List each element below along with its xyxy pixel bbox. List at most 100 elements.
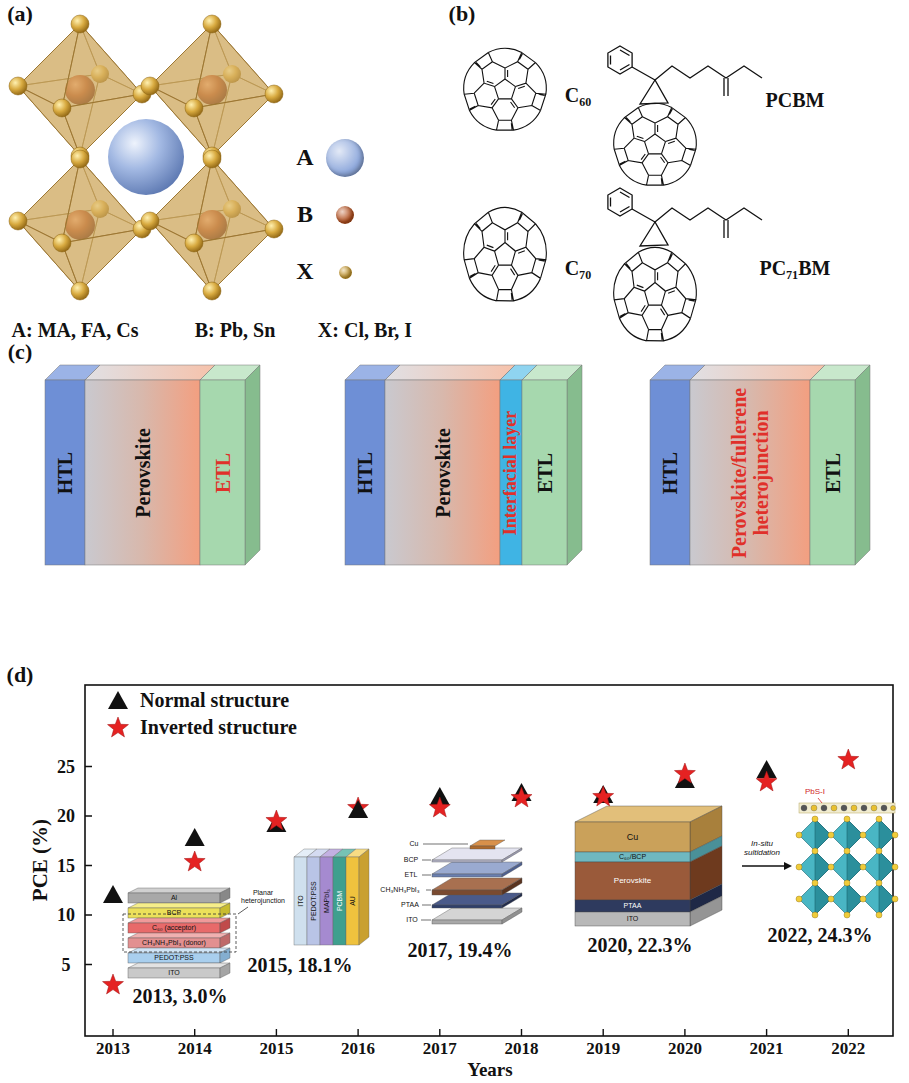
molecule-name: PCBM [766, 89, 825, 112]
inset-2015-device-part [307, 857, 320, 945]
inset-2022-lattice-part-part [844, 816, 850, 822]
data-markers-part [429, 797, 450, 817]
panel-letter: (a) [7, 1, 33, 26]
slab-top [385, 365, 515, 380]
inset-2022-lattice-part-part [844, 912, 850, 918]
data-markers-part [674, 763, 695, 783]
layer-name: ITO [168, 969, 180, 977]
chart-axes-part [85, 685, 893, 1036]
axis-tick: 2015 [259, 1039, 293, 1059]
inset-2013-device-part [128, 888, 230, 893]
inset-2013-device-part [220, 903, 230, 918]
inset-2020-device [575, 806, 722, 926]
layer-name: C₆₀ (acceptor) [152, 924, 196, 932]
data-markers-part [185, 828, 205, 846]
legend-text: Inverted structure [140, 716, 297, 739]
inset-2022-lattice-part-part [831, 805, 837, 811]
inset-2013-device-part [128, 953, 220, 963]
layer-name: MAPbI₃ [322, 889, 330, 913]
slab-label: Perovskite/fullerene heterojunction [728, 387, 772, 559]
axis-tick: 2014 [178, 1039, 212, 1059]
layer-name: ITO [406, 916, 418, 924]
inset-2020-device-part [575, 862, 690, 900]
legend-sphere [336, 206, 354, 224]
inset-2013-device-part [220, 933, 230, 948]
inset-2022-lattice-part-part [844, 848, 850, 854]
layer-name: AU [348, 896, 356, 906]
inset-2022-lattice-part-part [796, 832, 802, 838]
inset-2022-lattice-part-part [828, 896, 834, 902]
site-composition: X: Cl, Br, I [318, 319, 412, 342]
slab-label: HTL [659, 451, 681, 493]
data-markers-part [184, 851, 205, 871]
molecule-name: C₇₀ [565, 257, 591, 280]
record-annotation: 2017, 19.4% [408, 939, 513, 962]
axis-tick: 2013 [96, 1039, 130, 1059]
inset-2022-lattice-part-part [860, 896, 866, 902]
inset-2020-device-part [575, 852, 690, 862]
axis-title: Years [467, 1059, 512, 1081]
inset-2013-device-part [220, 948, 230, 963]
inset-2022-lattice-part-part [799, 819, 831, 851]
fullerene-structures-part [608, 188, 762, 246]
inset-2022-lattice-part-part [812, 848, 818, 854]
fullerene-structures-part [456, 207, 554, 314]
inset-2013-device-part [128, 923, 220, 933]
slab-label: ETL [212, 452, 234, 492]
layer-name: Al [171, 894, 177, 902]
inset-2022-lattice-part-part [892, 864, 898, 870]
site-composition: A: MA, FA, Cs [12, 319, 139, 342]
fullerene-structures [456, 46, 762, 354]
legend-marker [106, 688, 130, 712]
inset-2022-lattice-part-part [891, 806, 896, 811]
inset-2022-lattice-part-part [831, 819, 863, 851]
layer-name: In-situ sultidation [738, 839, 786, 857]
inset-2013-device-part [128, 938, 220, 948]
data-markers-part [348, 800, 368, 818]
axis-tick: 2019 [586, 1039, 620, 1059]
inset-2017-device-part [502, 878, 522, 895]
fullerene-structures-part [606, 103, 704, 197]
slab-front [810, 380, 855, 565]
inset-2022-lattice-part-part [861, 805, 867, 811]
record-annotation: 2020, 22.3% [588, 934, 693, 957]
layer-name: Cu [410, 840, 419, 848]
slab-front [200, 380, 245, 565]
layer-name: CH₃NH₃PbI₃ [380, 886, 419, 894]
inset-2020-device-part [575, 822, 690, 852]
inset-2015-device-part [346, 857, 359, 945]
axis-tick: 2016 [341, 1039, 375, 1059]
triangle-marker [108, 691, 128, 709]
inset-2013-device-part [128, 908, 220, 918]
inset-2022-lattice-part [784, 862, 792, 870]
inset-2017-device-part [502, 908, 522, 924]
axis-tick: 2021 [750, 1039, 784, 1059]
axis-tick: 20 [57, 806, 75, 827]
inset-2022-lattice-part-part [811, 805, 817, 811]
layer-slab: ETL [522, 365, 582, 565]
inset-2017-device-part [432, 860, 502, 862]
slab-label: ETL [822, 452, 844, 492]
slab-label: HTL [354, 451, 376, 493]
inset-2022-lattice-part-part [844, 880, 850, 886]
inset-2022-lattice-part-part [876, 816, 882, 822]
layer-name: PEDOT:PSS [309, 881, 317, 920]
inset-2022-lattice-part-part [828, 832, 834, 838]
inset-2013-device-part [128, 963, 230, 968]
inset-2022-lattice-part-part [828, 864, 834, 870]
slab-front [690, 380, 810, 565]
inset-2015-device-part [320, 857, 333, 945]
inset-2022-lattice-part-part [892, 832, 898, 838]
inset-2022-lattice-part-part [812, 816, 818, 822]
inset-2022-lattice-part [796, 816, 898, 918]
star-marker [108, 717, 129, 737]
layer-slab: Perovskite [385, 365, 515, 565]
inset-2013-device-part [220, 918, 230, 933]
layer-name: Planar heterojunction [234, 889, 292, 905]
inset-2022-lattice-part-part [799, 883, 831, 915]
layer-slab: ETL [200, 365, 260, 565]
inset-2022-lattice-part-part [812, 912, 818, 918]
slab-front [500, 380, 522, 565]
layer-name: ETL [405, 871, 418, 879]
inset-2022-lattice-part-part [863, 883, 895, 915]
